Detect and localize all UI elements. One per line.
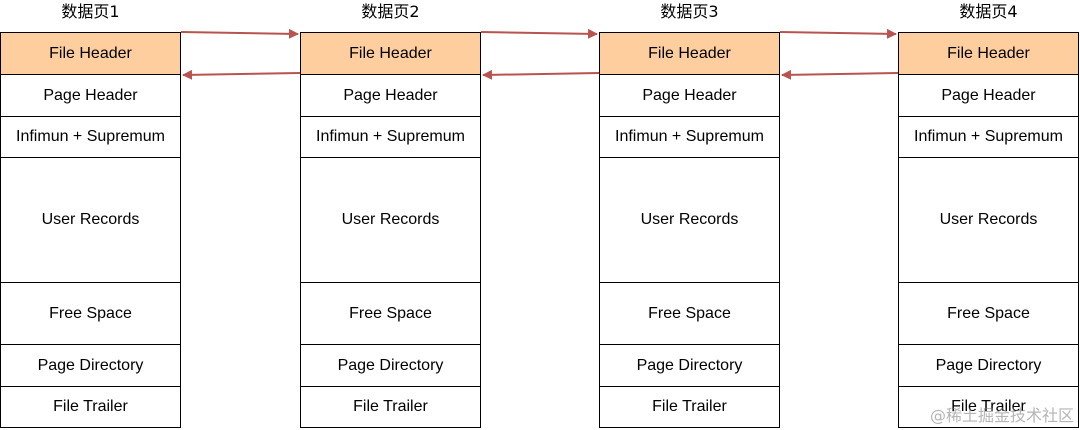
prev-arrow-4-3 <box>781 69 899 80</box>
file-trailer: File Trailer <box>600 386 779 427</box>
next-arrow-3-4 <box>779 28 897 39</box>
prev-arrow-3-2 <box>482 69 600 80</box>
next-arrow-2-3 <box>480 28 598 39</box>
free-space: Free Space <box>301 282 480 344</box>
next-arrow-1-2 <box>180 28 299 39</box>
infimum-supremum: Infimun + Supremum <box>600 116 779 157</box>
data-page-2: 数据页2 File Header Page Header Infimun + S… <box>300 0 481 430</box>
page-title: 数据页3 <box>660 2 719 21</box>
infimum-supremum: Infimun + Supremum <box>1 116 180 157</box>
file-trailer: File Trailer <box>1 386 180 427</box>
file-trailer: File Trailer <box>301 386 480 427</box>
page-structure: File Header Page Header Infimun + Suprem… <box>300 32 481 428</box>
user-records: User Records <box>1 157 180 282</box>
data-page-3: 数据页3 File Header Page Header Infimun + S… <box>599 0 780 430</box>
free-space: Free Space <box>1 282 180 344</box>
page-header: Page Header <box>600 74 779 116</box>
page-directory: Page Directory <box>301 344 480 386</box>
page-directory: Page Directory <box>1 344 180 386</box>
free-space: Free Space <box>600 282 779 344</box>
prev-arrow-2-1 <box>182 69 301 80</box>
file-header: File Header <box>899 33 1078 74</box>
file-header: File Header <box>600 33 779 74</box>
free-space: Free Space <box>899 282 1078 344</box>
user-records: User Records <box>600 157 779 282</box>
page-header: Page Header <box>301 74 480 116</box>
user-records: User Records <box>899 157 1078 282</box>
file-trailer: File Trailer <box>899 386 1078 427</box>
page-directory: Page Directory <box>600 344 779 386</box>
page-title: 数据页4 <box>959 2 1018 21</box>
page-structure: File Header Page Header Infimun + Suprem… <box>599 32 780 428</box>
infimum-supremum: Infimun + Supremum <box>301 116 480 157</box>
page-structure: File Header Page Header Infimun + Suprem… <box>898 32 1079 428</box>
file-header: File Header <box>301 33 480 74</box>
page-title: 数据页2 <box>361 2 420 21</box>
watermark: @稀土掘金技术社区 <box>929 406 1074 425</box>
page-header: Page Header <box>899 74 1078 116</box>
page-title: 数据页1 <box>61 2 120 21</box>
page-directory: Page Directory <box>899 344 1078 386</box>
page-structure: File Header Page Header Infimun + Suprem… <box>0 32 181 428</box>
user-records: User Records <box>301 157 480 282</box>
page-header: Page Header <box>1 74 180 116</box>
data-page-1: 数据页1 File Header Page Header Infimun + S… <box>0 0 181 430</box>
data-page-4: 数据页4 File Header Page Header Infimun + S… <box>898 0 1079 430</box>
infimum-supremum: Infimun + Supremum <box>899 116 1078 157</box>
file-header: File Header <box>1 33 180 74</box>
